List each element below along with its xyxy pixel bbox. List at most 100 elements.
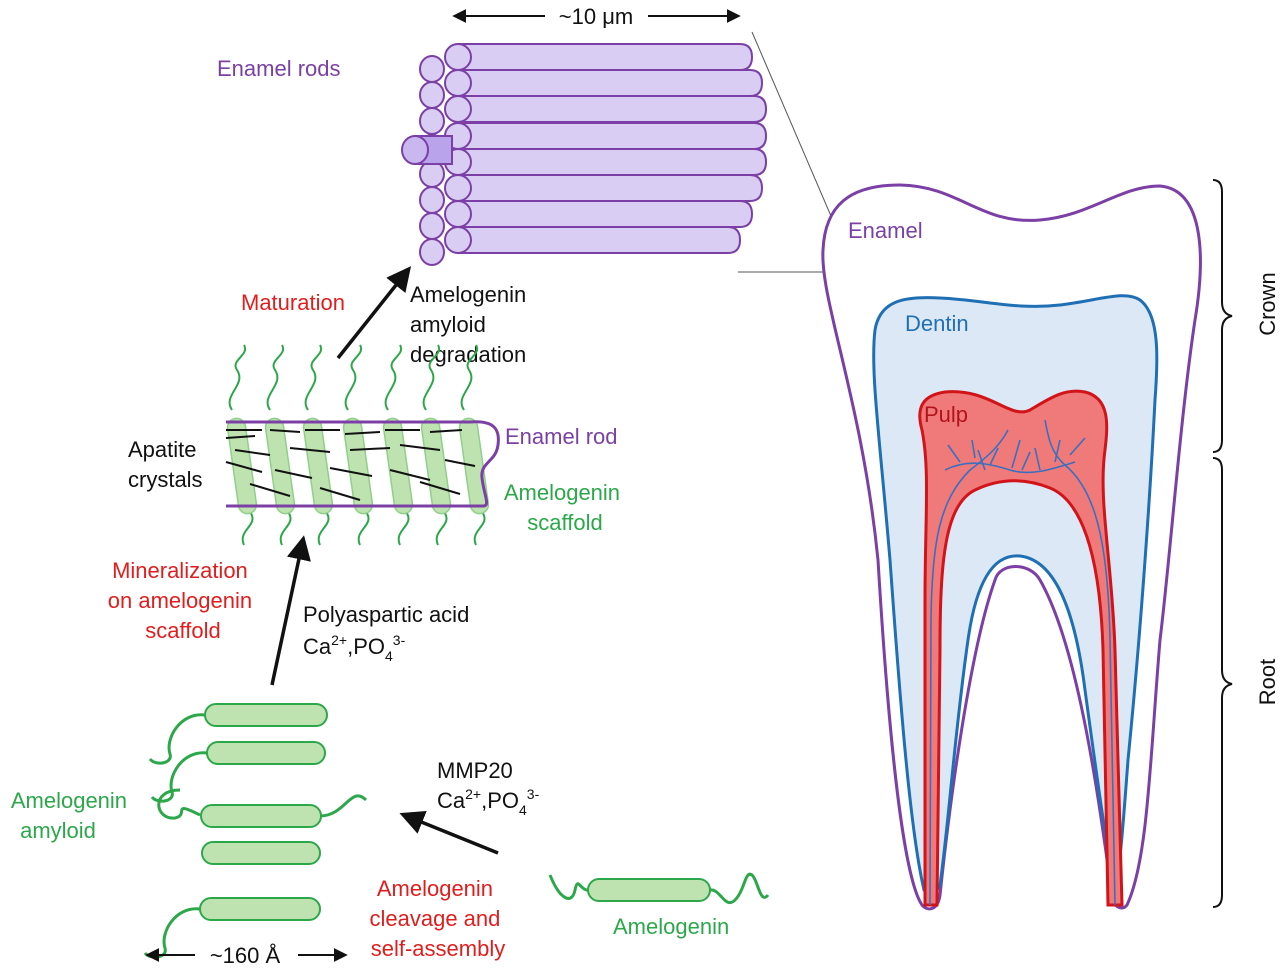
scaffold-tail-bottom (241, 511, 254, 546)
apatite-crystal (344, 431, 381, 435)
scaffold-tail-top (384, 344, 403, 411)
rod-front-cap (444, 174, 472, 202)
enamel-rod-cylinder (457, 200, 754, 228)
amyloid-tail (148, 713, 206, 765)
amyloid-scale-bar: ~160 Å (145, 943, 348, 968)
apatite-crystal (419, 481, 461, 495)
rod-back-cap (419, 81, 445, 109)
crown-label: Crown (1255, 272, 1280, 336)
scaffold-fiber (382, 417, 414, 515)
rod-back-cap (419, 212, 445, 240)
enamel-rod-label: Enamel rod (505, 424, 618, 449)
apatite-label: Apatite crystals (128, 437, 203, 492)
polyaspartic-label: Polyaspartic acid (303, 602, 469, 627)
scaffold-fiber (302, 417, 334, 515)
apatite-crystal (319, 487, 361, 501)
maturation-label: Maturation (241, 290, 345, 315)
dentin-label: Dentin (905, 311, 969, 336)
enamel-rod-cylinder (457, 122, 768, 150)
scaffold-label: Amelogenin scaffold (504, 480, 626, 535)
amyloid-tail (150, 751, 208, 803)
rod-front-cap (444, 226, 472, 254)
scaffold-tail-top (344, 344, 363, 411)
scaffold-tail-bottom (357, 511, 370, 546)
rod-front-cap (444, 200, 472, 228)
rod-back-cap (419, 55, 445, 83)
amyloid-fiber (200, 804, 322, 828)
amyloid-tail (157, 788, 201, 820)
apatite-crystal (399, 444, 441, 451)
crown-brace (1212, 179, 1233, 453)
scaffold-tail-bottom (317, 511, 330, 546)
mmp20-label: MMP20 (437, 758, 513, 783)
maturation-arrow (336, 266, 412, 360)
protruding-rod-cap (401, 135, 429, 165)
apatite-crystal (429, 429, 463, 433)
enamel-rods-label: Enamel rods (217, 56, 341, 81)
apatite-crystal (225, 461, 263, 473)
amyloid-fiber (199, 897, 321, 921)
apatite-crystal (444, 459, 476, 467)
tooth-pulp (918, 389, 1124, 907)
apatite-crystal (349, 447, 391, 451)
amyloid-fiber (206, 741, 326, 765)
pulp-label: Pulp (924, 402, 968, 427)
scaffold-tail-bottom (397, 511, 410, 546)
amyloid-scale-label: ~160 Å (210, 943, 281, 968)
ions-label-lower: Ca2+,PO43- (437, 786, 540, 818)
scaffold-tail-top (422, 344, 441, 411)
apatite-crystal (289, 447, 331, 453)
amyloid-tail (320, 794, 368, 818)
apatite-crystal (269, 429, 301, 433)
amyloid-fiber (204, 703, 328, 727)
apatite-crystal (329, 467, 373, 477)
pulp-vessels (929, 419, 1116, 906)
rod-front-cap (444, 69, 472, 97)
rods-scale-bar: ~10 μm (452, 4, 741, 29)
rod-back-cap (419, 238, 445, 266)
enamel-rod-cylinder (457, 69, 764, 97)
amyloid-tail (143, 907, 201, 959)
amelogenin-monomer (548, 872, 770, 904)
mineralization-label: Mineralization on amelogenin scaffold (108, 558, 258, 643)
scaffold-tail-top (228, 344, 247, 411)
scaffold-tail-top (266, 344, 285, 411)
enamel-rod-cylinder (457, 226, 742, 254)
apatite-crystal (225, 435, 256, 439)
apatite-crystal (274, 469, 313, 479)
apatite-crystal (249, 483, 291, 497)
root-brace (1212, 457, 1233, 908)
enamel-rod-cylinder (457, 43, 754, 71)
rod-front-cap (444, 43, 472, 71)
degradation-label: Amelogenin amyloid degradation (410, 282, 532, 367)
amyloid-label: Amelogenin amyloid (11, 788, 133, 843)
amyloid-fiber (201, 841, 321, 865)
scaffold-fiber (264, 417, 296, 515)
enamel-rod-cylinder (457, 95, 768, 123)
scaffold-tail-bottom (473, 511, 486, 546)
rod-front-cap (444, 95, 472, 123)
rod-back-cap (419, 186, 445, 214)
scaffold-tail-bottom (435, 511, 448, 546)
apatite-crystal (234, 449, 271, 456)
rod-back-cap (419, 107, 445, 135)
scaffold-tail-bottom (279, 511, 292, 546)
scaffold-fiber (342, 417, 374, 515)
enamel-rod-cylinder (457, 174, 764, 202)
rod-end-cap (469, 420, 500, 508)
root-label: Root (1255, 659, 1280, 705)
cleavage-arrow (399, 810, 499, 855)
amelogenin-label: Amelogenin (613, 914, 729, 939)
enamel-rods-bundle (401, 43, 768, 266)
scaffold-tail-top (460, 344, 479, 411)
cleavage-label: Amelogenin cleavage and self-assembly (369, 876, 506, 961)
ions-label-upper: Ca2+,PO43- (303, 632, 406, 664)
enamel-rod-cylinder (457, 148, 768, 176)
rods-scale-label: ~10 μm (559, 4, 633, 29)
enamel-label: Enamel (848, 218, 923, 243)
mineralized-rod (225, 344, 500, 546)
mineralization-arrow (270, 535, 311, 686)
scaffold-tail-top (304, 344, 323, 411)
tooth: Enamel Dentin Pulp (821, 183, 1202, 911)
